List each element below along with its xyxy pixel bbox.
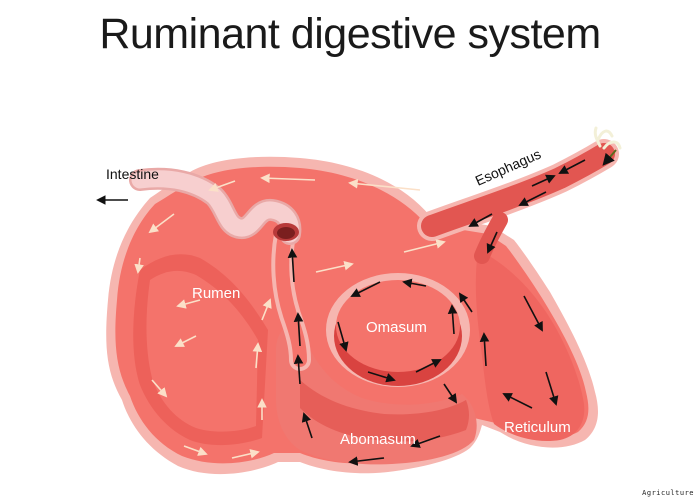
flow-arrow — [183, 445, 208, 456]
rumen-inner-highlight — [146, 270, 258, 432]
flow-arrow — [174, 335, 197, 347]
flow-arrow — [443, 383, 458, 404]
flow-arrow — [523, 295, 543, 332]
flow-arrow — [260, 173, 316, 184]
abomasum-shadow — [300, 380, 469, 442]
flow-arrow — [402, 278, 427, 289]
flow-arrow — [134, 257, 144, 274]
food-arrow-icon — [602, 149, 617, 166]
flow-arrow — [148, 213, 175, 234]
duodenum-channel-inner — [275, 228, 307, 367]
flow-arrow — [468, 213, 493, 227]
flow-arrow — [337, 321, 349, 352]
flow-arrow — [176, 299, 201, 309]
omasum-label: Omasum — [366, 319, 427, 336]
flow-arrow — [261, 298, 272, 321]
flow-arrow — [348, 178, 421, 191]
esophagus-branch — [474, 212, 508, 264]
flow-arrow — [545, 371, 559, 406]
flow-arrow — [348, 456, 385, 466]
rumen-flow-arrows — [134, 173, 446, 459]
omasum-body — [336, 280, 460, 372]
flow-arrow — [518, 191, 547, 206]
flow-arrow — [293, 354, 304, 385]
flow-arrow — [151, 379, 168, 398]
flow-arrow — [301, 412, 313, 439]
flow-arrow — [350, 281, 381, 297]
flow-arrow — [415, 359, 442, 373]
rumen-label: Rumen — [192, 285, 240, 302]
digestion-flow-arrows — [96, 159, 586, 466]
intestine-label: Intestine — [106, 166, 159, 182]
flow-arrow — [502, 393, 533, 409]
intestine-tube — [131, 170, 299, 243]
flow-arrow — [458, 292, 473, 313]
flow-arrow — [315, 260, 354, 273]
intestine-opening-inner — [277, 227, 295, 239]
flow-arrow — [403, 239, 446, 253]
abomasum-label: Abomasum — [340, 431, 416, 448]
reticulum-label: Reticulum — [504, 419, 571, 436]
flow-arrow — [486, 231, 498, 254]
flow-arrow — [479, 332, 490, 367]
grass-tuft-icon — [593, 126, 622, 150]
flow-arrow — [287, 248, 298, 283]
flow-arrow — [410, 435, 441, 448]
credit-text: Agriculture — [642, 489, 694, 497]
flow-arrow — [367, 371, 396, 383]
flow-arrow — [208, 180, 236, 192]
flow-arrow — [231, 449, 260, 459]
flow-arrow — [293, 312, 304, 347]
diagram-title: Ruminant digestive system — [99, 10, 601, 58]
flow-arrow — [558, 159, 586, 174]
flow-arrow — [531, 174, 556, 187]
flow-arrow — [447, 304, 458, 335]
flow-arrow — [252, 342, 263, 369]
